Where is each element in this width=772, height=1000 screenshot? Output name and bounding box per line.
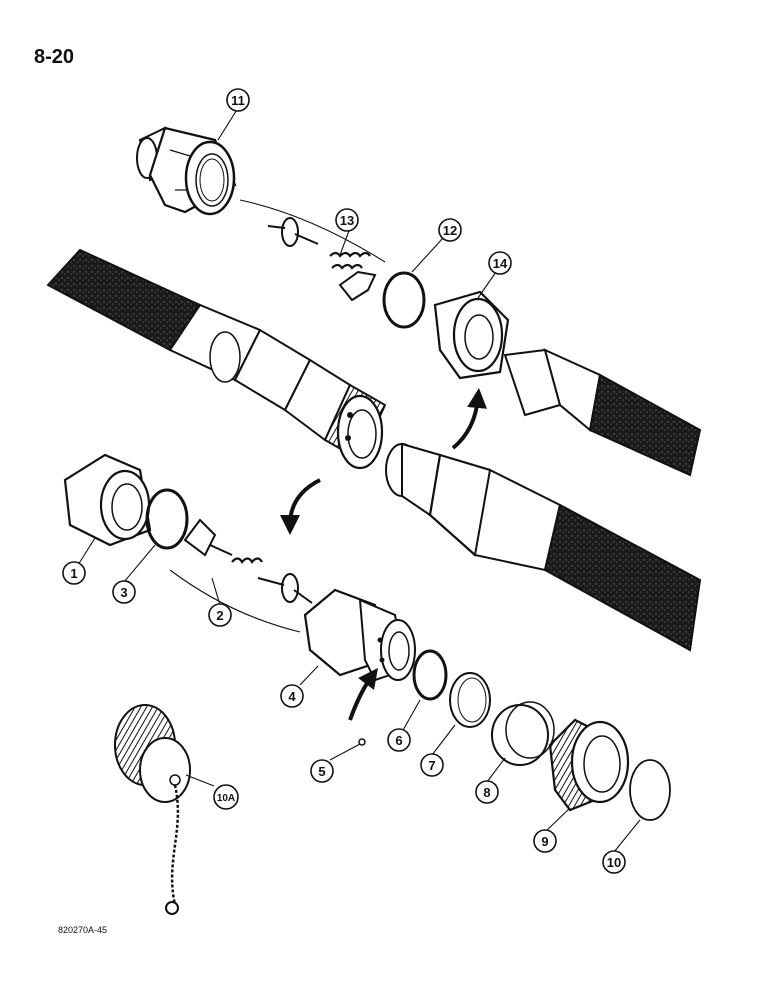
- callout-5: 5: [310, 759, 334, 783]
- page-number: 8-20: [34, 46, 75, 68]
- adapter-fitting-part-11: [136, 126, 237, 216]
- disassembly-arrow-upper-right: [451, 388, 488, 450]
- disassembly-arrow-lower: [348, 667, 378, 721]
- callout-label: 11: [231, 93, 245, 108]
- callout-13: 13: [335, 208, 359, 232]
- callout-14: 14: [488, 251, 512, 275]
- dust-cap-part-10a: [114, 704, 191, 915]
- o-ring-part-6: [412, 649, 448, 701]
- spring-part-8: [491, 701, 555, 766]
- callout-label: 12: [443, 223, 457, 238]
- callout-label: 10A: [217, 793, 235, 804]
- callout-label: 8: [483, 785, 490, 800]
- male-coupler-and-hose-right: [385, 442, 702, 652]
- callout-4: 4: [280, 684, 304, 708]
- snap-ring-part-10: [629, 759, 671, 821]
- callout-label: 6: [395, 733, 402, 748]
- callout-12: 12: [438, 218, 462, 242]
- callout-label: 9: [541, 834, 548, 849]
- disassembly-arrow-down: [280, 478, 321, 535]
- callout-6: 6: [387, 728, 411, 752]
- callout-9: 9: [533, 829, 557, 853]
- callout-8: 8: [475, 780, 499, 804]
- backup-ring-part-7: [449, 672, 491, 728]
- hose-end-upper-right: [503, 348, 702, 477]
- callout-11: 11: [226, 88, 250, 112]
- callout-label: 7: [428, 758, 435, 773]
- callout-7: 7: [420, 753, 444, 777]
- callout-2: 2: [208, 603, 232, 627]
- callout-1: 1: [62, 561, 86, 585]
- knurled-sleeve-part-9: [548, 718, 630, 812]
- callout-label: 3: [120, 585, 127, 600]
- leader-lines: [77, 107, 641, 853]
- coupler-body-upper: [233, 328, 387, 470]
- o-ring-part-3: [145, 488, 189, 550]
- callout-label: 13: [340, 213, 354, 228]
- callout-label: 14: [493, 256, 508, 271]
- figure-code: 820270A-45: [58, 925, 108, 935]
- callout-10a: 10A: [213, 784, 239, 810]
- hex-nut-part-14: [433, 290, 510, 380]
- hose-upper-left: [46, 248, 262, 383]
- hex-fitting-part-1: [63, 453, 152, 547]
- callout-label: 2: [216, 608, 223, 623]
- callout-label: 10: [607, 855, 621, 870]
- callout-3: 3: [112, 580, 136, 604]
- motion-arrows: [280, 388, 488, 721]
- callout-10: 10: [602, 850, 626, 874]
- callout-label: 4: [288, 689, 296, 704]
- coupler-body-part-4: [303, 588, 416, 682]
- o-ring-part-12: [382, 271, 426, 329]
- ball-part-5: [358, 738, 366, 746]
- poppet-valve-assembly-part-13: [239, 199, 386, 302]
- callout-label: 5: [318, 764, 325, 779]
- poppet-valve-assembly-part-2: [169, 518, 313, 633]
- callout-label: 1: [70, 566, 77, 581]
